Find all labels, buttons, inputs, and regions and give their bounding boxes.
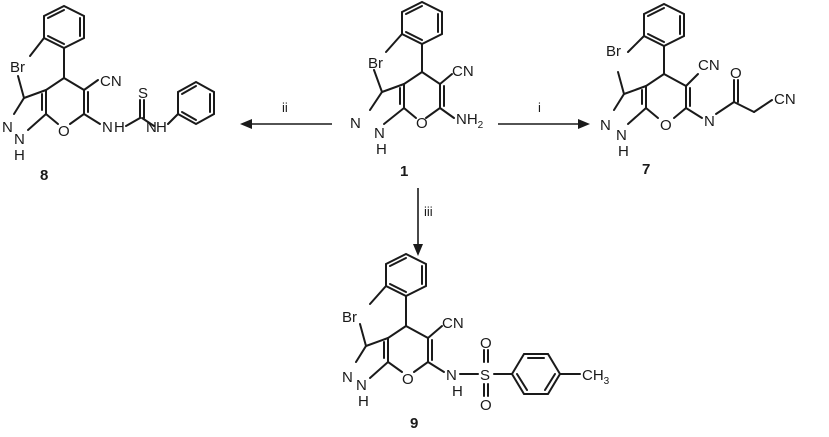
bromophenyl-ring [43, 4, 85, 50]
pyrazole-h-label: H [376, 141, 387, 158]
sulfonamide-h-label: H [452, 383, 463, 400]
pyrazole-ring [613, 85, 647, 125]
pyrazole-nh-label: N [14, 131, 25, 148]
condition-label-iii: iii [424, 204, 433, 219]
sulfonyl-s-label: S [480, 367, 490, 384]
compound-8: Br O N N H CN N H S N H [2, 4, 215, 184]
cyano-label: CN [452, 63, 474, 80]
bromo-label: Br [342, 309, 357, 326]
bromo-label: Br [606, 43, 621, 60]
bromo-label: Br [368, 55, 383, 72]
amide-n-label: N [704, 113, 715, 130]
pyrazole-n-label: N [342, 369, 353, 386]
pyran-oxygen-label: O [58, 123, 70, 140]
condition-label-i: i [538, 100, 541, 115]
bromophenyl-ring [385, 252, 427, 298]
pyrazole-nh-label: N [356, 377, 367, 394]
pyran-ring [387, 325, 433, 373]
reaction-arrow-i: i [498, 100, 590, 129]
pyrazole-n-label: N [2, 119, 13, 136]
condition-label-ii: ii [282, 100, 288, 115]
thiourea-n1-label: N [102, 119, 113, 136]
compound-1: Br O N N H CN NH2 1 [350, 0, 484, 180]
pyran-oxygen-label: O [416, 115, 428, 132]
pyrazole-h-label: H [358, 393, 369, 410]
pyrazole-ring [369, 83, 405, 125]
compound-number: 7 [642, 161, 650, 178]
bromophenyl-ring [643, 2, 685, 48]
pyran-oxygen-label: O [660, 117, 672, 134]
thiourea-n2-label: N [146, 119, 157, 136]
sulfonyl-o2-label: O [480, 397, 492, 414]
pyrazole-n-label: N [600, 117, 611, 134]
compound-number: 9 [410, 415, 418, 432]
compound-7: Br O N N H CN N O CN 7 [600, 2, 796, 178]
bromo-label: Br [10, 59, 25, 76]
pyran-ring [45, 77, 89, 125]
pyrazole-n-label: N [350, 115, 361, 132]
pyran-ring [403, 71, 445, 119]
pyrazole-h-label: H [618, 143, 629, 160]
reaction-arrow-iii: iii [413, 188, 433, 256]
sulfonyl-o1-label: O [480, 335, 492, 352]
cyano-label: CN [100, 73, 122, 90]
amino-label: NH2 [456, 111, 484, 131]
methyl-label: CH3 [582, 367, 610, 387]
compound-number: 1 [400, 163, 408, 180]
pyrazole-h-label: H [14, 147, 25, 164]
thiourea-h1-label: H [114, 119, 125, 136]
thione-sulfur-label: S [138, 85, 148, 102]
thiourea-h2-label: H [156, 119, 167, 136]
pyran-ring [645, 73, 691, 119]
compound-9: Br O N N H CN N H S O O [342, 252, 610, 432]
cyano-label: CN [442, 315, 464, 332]
pyrazole-ring [13, 89, 47, 131]
sulfonamide-n-label: N [446, 367, 457, 384]
reaction-arrow-ii: ii [240, 100, 332, 129]
pyrazole-nh-label: N [374, 125, 385, 142]
phenyl-ring [177, 80, 215, 126]
pyran-oxygen-label: O [402, 371, 414, 388]
compound-number: 8 [40, 167, 48, 184]
cyano-label-2: CN [774, 91, 796, 108]
cyano-label: CN [698, 57, 720, 74]
tolyl-ring [510, 353, 562, 395]
pyrazole-ring [355, 337, 389, 379]
bromophenyl-ring [401, 0, 443, 46]
pyrazole-nh-label: N [616, 127, 627, 144]
carbonyl-oxygen-label: O [730, 65, 742, 82]
